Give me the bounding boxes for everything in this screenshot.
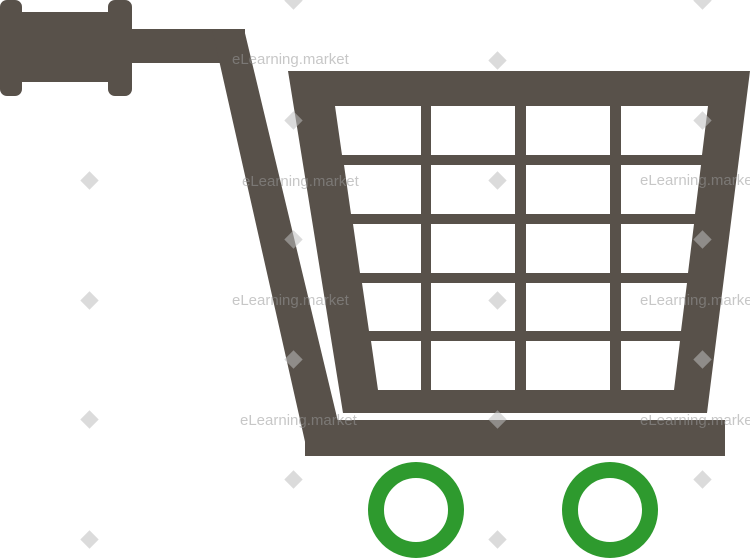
watermark-pattern	[80, 0, 712, 549]
left-wheel	[368, 462, 464, 558]
cart-frame	[212, 29, 725, 456]
svg-text:eLearning.market: eLearning.market	[640, 412, 750, 429]
svg-text:eLearning.market: eLearning.market	[240, 412, 358, 429]
cart-wheels	[368, 462, 658, 558]
svg-text:eLearning.market: eLearning.market	[232, 51, 350, 68]
svg-text:eLearning.market: eLearning.market	[640, 292, 750, 309]
cart-handle	[0, 0, 245, 96]
watermark-text: eLearning.market eLearning.market eLearn…	[232, 51, 750, 429]
svg-text:eLearning.market: eLearning.market	[640, 172, 750, 189]
cart-basket	[288, 71, 750, 413]
right-wheel	[562, 462, 658, 558]
svg-text:eLearning.market: eLearning.market	[232, 292, 350, 309]
svg-text:eLearning.market: eLearning.market	[242, 173, 360, 190]
